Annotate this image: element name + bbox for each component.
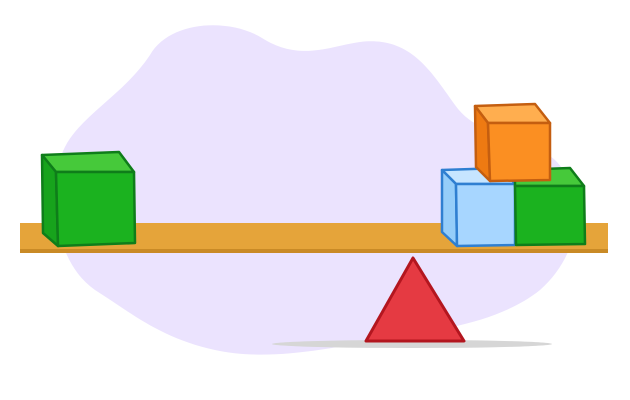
left-green-cube <box>40 150 137 248</box>
fulcrum-triangle <box>364 256 466 343</box>
ground-shadow <box>272 340 552 348</box>
right-green-cube <box>513 166 587 247</box>
right-orange-cube <box>473 102 552 183</box>
background-blob <box>55 25 577 355</box>
